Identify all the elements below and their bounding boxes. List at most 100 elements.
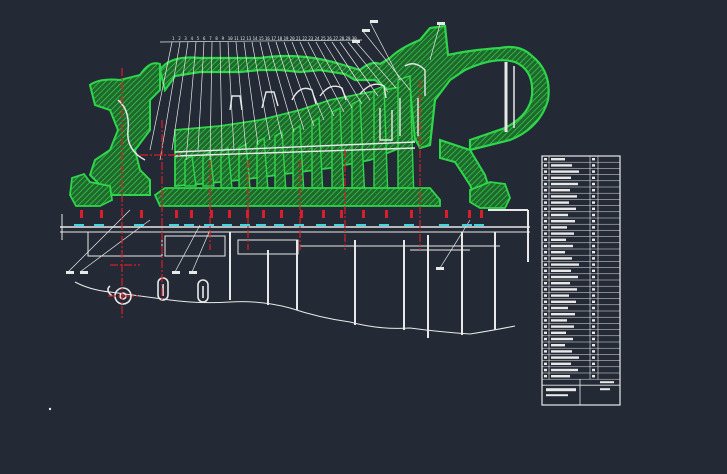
seal-gap-marker xyxy=(74,224,84,226)
seal-gap-marker xyxy=(474,224,484,226)
seal-marker xyxy=(480,210,483,218)
table-cell-text xyxy=(551,189,570,192)
table-cell-qty xyxy=(592,263,595,266)
seal-gap-marker xyxy=(256,224,266,226)
table-cell-qty xyxy=(592,331,595,334)
table-cell-number xyxy=(544,226,547,229)
table-cell-number xyxy=(544,207,547,210)
table-cell-qty xyxy=(592,368,595,372)
table-cell-text xyxy=(551,306,568,310)
table-cell-qty xyxy=(592,282,595,285)
table-cell-number xyxy=(544,294,547,297)
table-cell-qty xyxy=(592,337,595,341)
seal-gap-marker xyxy=(462,224,472,226)
table-cell-number xyxy=(544,182,547,186)
seal-gap-marker xyxy=(134,224,144,226)
table-cell-number xyxy=(544,269,547,272)
table-cell-text xyxy=(551,226,567,229)
part-balloon-label: 5 xyxy=(197,36,200,41)
part-balloon-label: 18 xyxy=(277,36,282,41)
table-cell-text xyxy=(551,207,576,210)
table-cell-number xyxy=(544,238,547,241)
table-cell-qty xyxy=(592,189,595,192)
seal-marker xyxy=(140,210,143,218)
table-cell-text xyxy=(551,164,572,167)
seal-marker xyxy=(280,210,283,218)
part-balloon-label: 7 xyxy=(209,36,212,41)
table-cell-qty xyxy=(592,269,595,272)
part-balloon-label: 27 xyxy=(333,36,338,41)
seal-gap-marker xyxy=(184,224,194,226)
table-cell-qty xyxy=(592,220,595,223)
part-balloon-label: 19 xyxy=(284,36,289,41)
seal-marker xyxy=(322,210,325,218)
table-cell-qty xyxy=(592,294,595,297)
part-balloon-label: 14 xyxy=(253,36,258,41)
table-cell-number xyxy=(544,251,547,254)
part-balloon-label: 21 xyxy=(296,36,301,41)
table-cell-text xyxy=(551,170,579,173)
table-cell-qty xyxy=(592,313,595,316)
shaft-seal-markers xyxy=(74,210,484,226)
seal-gap-marker xyxy=(94,224,104,226)
table-cell-qty xyxy=(592,325,595,328)
part-balloon-label: 4 xyxy=(191,36,194,41)
table-cell-text xyxy=(551,331,566,334)
table-cell-text xyxy=(551,238,566,241)
table-cell-text xyxy=(551,375,570,378)
centerlines xyxy=(108,68,421,320)
table-cell-number xyxy=(544,288,547,291)
part-balloon-label: 3 xyxy=(184,36,187,41)
table-cell-number xyxy=(544,275,547,279)
table-cell-number xyxy=(544,331,547,334)
table-cell-text xyxy=(551,263,579,266)
table-cell-qty xyxy=(592,238,595,241)
origin-marker xyxy=(48,407,52,411)
table-cell-number xyxy=(544,325,547,328)
table-cell-number xyxy=(544,176,547,179)
table-cell-text xyxy=(551,356,579,359)
table-cell-number xyxy=(544,158,547,161)
table-cell-qty xyxy=(592,201,595,204)
table-cell-text xyxy=(551,275,578,279)
table-cell-text xyxy=(551,220,575,223)
table-cell-number xyxy=(544,244,547,248)
table-cell-number xyxy=(544,213,547,217)
table-cell-qty xyxy=(592,288,595,291)
seal-gap-marker xyxy=(334,224,344,226)
table-cell-text xyxy=(551,362,571,365)
part-balloon-label: 17 xyxy=(271,36,276,41)
table-frame xyxy=(541,155,621,406)
table-cell-qty xyxy=(592,362,595,365)
table-cell-number xyxy=(544,257,547,260)
table-cell-text xyxy=(551,195,577,198)
base-outline xyxy=(60,209,530,338)
table-cell-qty xyxy=(592,257,595,260)
seal-marker xyxy=(246,210,249,218)
table-cell-number xyxy=(544,170,547,173)
table-cell-qty xyxy=(592,356,595,359)
table-cell-number xyxy=(544,232,547,235)
table-cell-qty xyxy=(592,300,595,303)
seal-gap-marker xyxy=(222,224,232,226)
table-cell-number xyxy=(544,306,547,310)
table-cell-text xyxy=(551,282,570,285)
seal-marker xyxy=(210,210,213,218)
table-cell-text xyxy=(551,350,572,353)
table-cell-qty xyxy=(592,306,595,310)
seal-marker xyxy=(468,210,471,218)
table-cell-qty xyxy=(592,158,595,161)
part-balloon-label: 29 xyxy=(346,36,351,41)
table-cell-number xyxy=(544,356,547,359)
seal-gap-marker xyxy=(274,224,284,226)
table-cell-text xyxy=(551,244,573,248)
part-balloon-label: 2 xyxy=(178,36,181,41)
table-cell-qty xyxy=(592,226,595,229)
part-balloon-label: 12 xyxy=(240,36,245,41)
table-cell-qty xyxy=(592,207,595,210)
table-cell-number xyxy=(544,344,547,347)
table-cell-number xyxy=(544,263,547,266)
part-balloon-label: 22 xyxy=(302,36,307,41)
